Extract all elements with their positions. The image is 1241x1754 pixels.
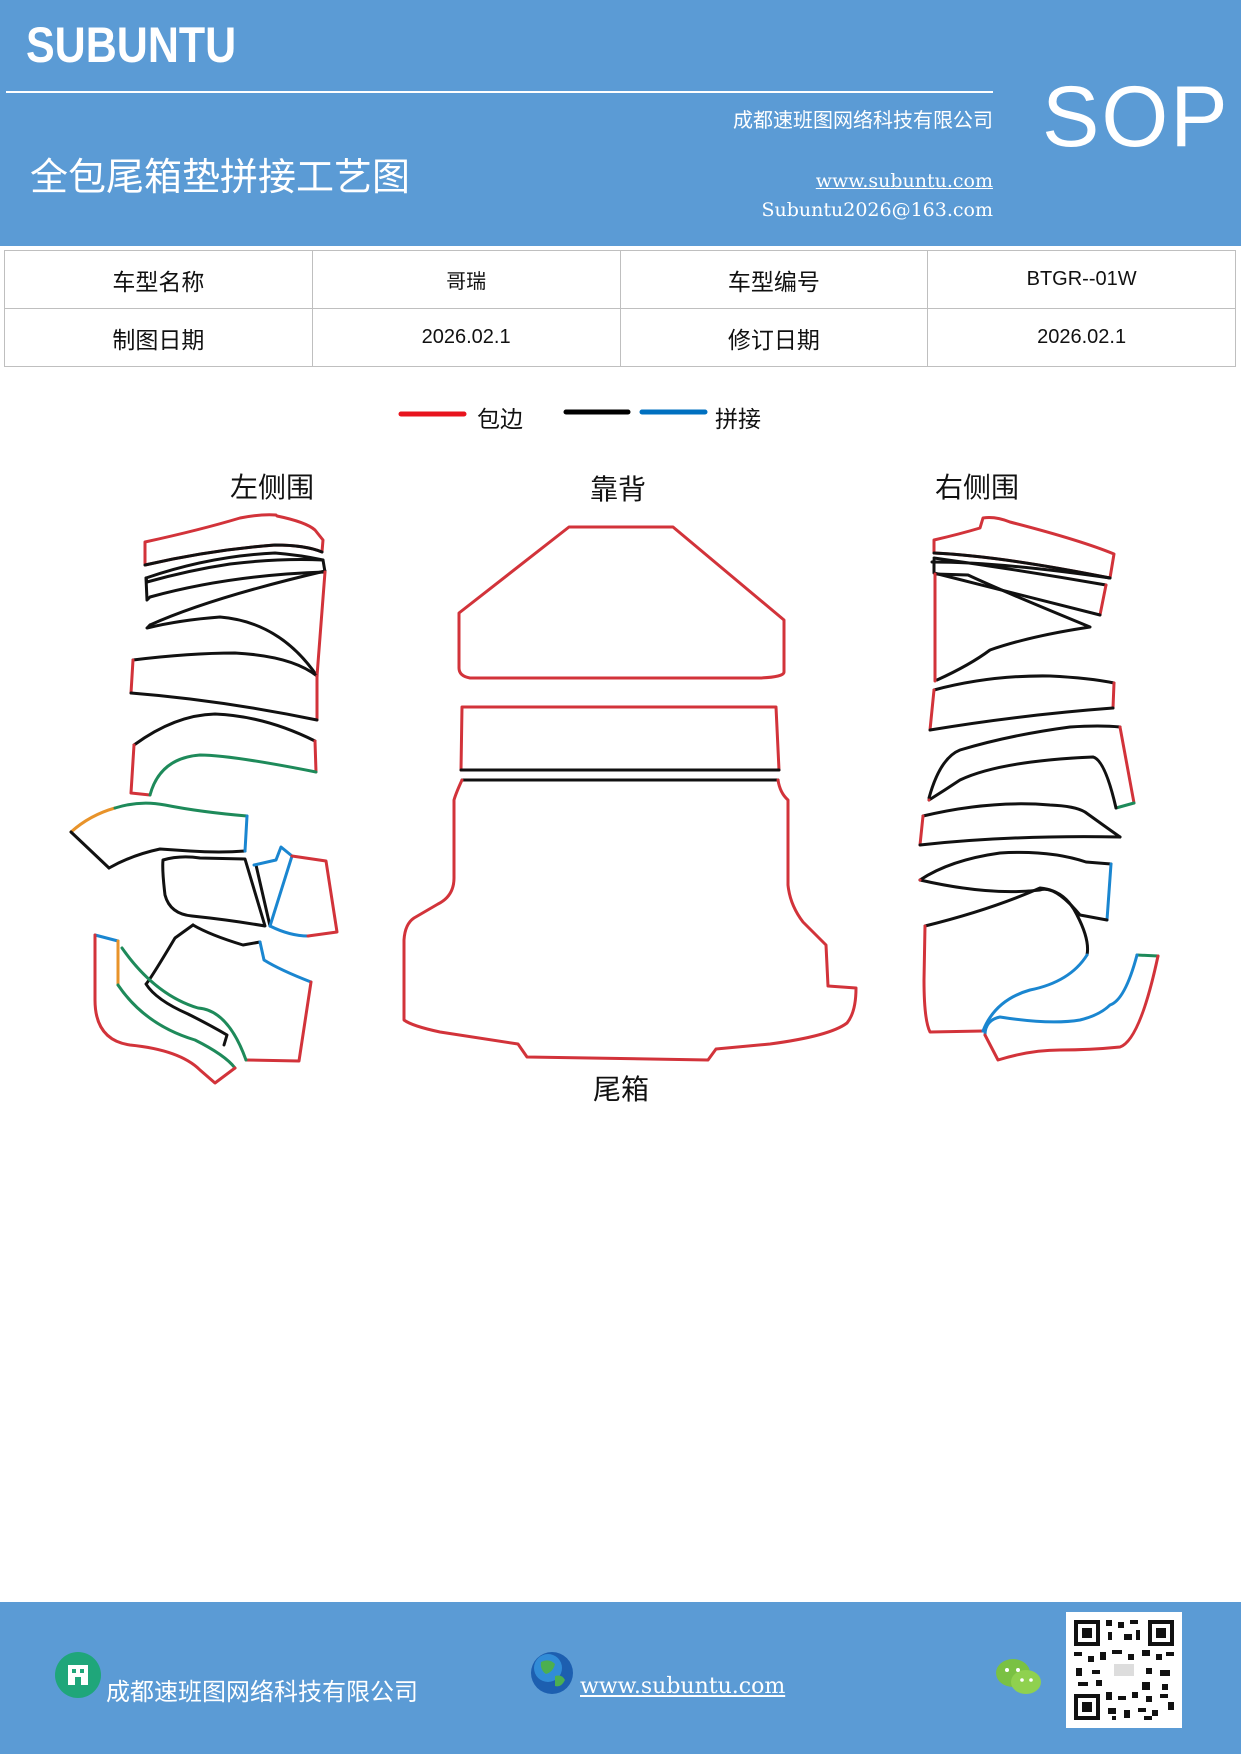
right-panel-4: [932, 674, 1116, 692]
left-panel-10-top: [191, 923, 262, 947]
left-panel-11-green: [116, 983, 237, 1070]
left-panel-9-blue: [252, 845, 310, 938]
right-panel-2-red: [1098, 583, 1108, 617]
revision-date-value: 2026.02.1: [927, 308, 1236, 367]
right-panel-6-green: [1114, 801, 1136, 810]
left-panel-5: [129, 691, 319, 722]
wechat-icon[interactable]: [994, 1656, 1044, 1698]
left-side-panels: [69, 513, 339, 1085]
left-panel-7-black2: [69, 830, 111, 870]
legend: 包边 拼接: [398, 407, 761, 433]
right-panel-2: [930, 556, 1112, 587]
left-panel-3b: [145, 615, 319, 678]
right-panel-6-red: [1118, 725, 1136, 805]
left-panel-4-red: [129, 658, 319, 722]
right-panel-7: [921, 802, 1122, 839]
draw-date-label: 制图日期: [4, 308, 313, 367]
left-panel-11-red: [93, 933, 237, 1085]
left-panel-1-black: [143, 543, 324, 567]
trunk-mat-diagram: 包边 拼接 左侧围 靠背 右侧围 尾箱: [69, 407, 1160, 1106]
right-panel-8: [918, 850, 1113, 882]
right-panel-3: [932, 558, 1102, 617]
revision-date-label: 修订日期: [619, 308, 929, 367]
info-table: 车型名称 哥瑞 车型编号 BTGR--01W 制图日期 2026.02.1 修订…: [4, 250, 1236, 367]
left-panel-10: [144, 923, 229, 1047]
company-building-icon: [55, 1652, 101, 1698]
left-panel-7-blue: [243, 814, 249, 853]
page-title: 全包尾箱垫拼接工艺图: [30, 155, 411, 199]
center-panels: [402, 525, 858, 1062]
backrest-upper-panel: [457, 525, 786, 680]
left-panel-6-green: [148, 753, 318, 797]
left-panel-4: [131, 651, 319, 678]
left-panel-7: [107, 847, 247, 870]
right-panel-9: [923, 886, 1089, 957]
model-name-value: 哥瑞: [311, 250, 621, 309]
right-panel-4-red: [928, 681, 1116, 732]
left-panel-9: [254, 863, 272, 928]
right-side-label: 右侧围: [935, 471, 1019, 504]
left-panel-10-green: [120, 946, 248, 1062]
trunk-label: 尾箱: [593, 1073, 649, 1106]
header-banner: SUBUNTU 成都速班图网络科技有限公司 全包尾箱垫拼接工艺图 www.sub…: [0, 0, 1241, 246]
right-panel-10-red: [983, 954, 1160, 1062]
left-panel-6: [132, 712, 317, 747]
brand-logo: SUBUNTU: [26, 17, 237, 73]
header-website-link[interactable]: www.subuntu.com: [815, 170, 993, 192]
right-panel-9-red: [922, 924, 985, 1034]
right-panel-8-blue: [1105, 862, 1113, 922]
left-panel-3-red: [315, 570, 327, 678]
trunk-floor-panel: [402, 778, 858, 1062]
left-panel-9-red: [290, 854, 339, 938]
legend-label-splice: 拼接: [715, 407, 761, 433]
right-panel-5: [928, 706, 1115, 732]
left-side-label: 左侧围: [230, 471, 314, 504]
right-panel-3b: [933, 572, 1092, 682]
globe-icon: [529, 1650, 575, 1696]
left-panel-8: [161, 855, 267, 928]
right-panel-1: [932, 516, 1116, 580]
header-divider: [6, 91, 993, 93]
right-panel-10-green: [1135, 953, 1160, 958]
model-code-label: 车型编号: [619, 250, 929, 309]
left-panel-7-green: [113, 801, 249, 818]
right-panel-7-black2: [918, 835, 1122, 847]
right-panel-10-blue: [983, 953, 1139, 1037]
qr-code-icon[interactable]: [1066, 1612, 1182, 1728]
left-panel-11-blue: [93, 933, 120, 943]
left-panel-2-side: [144, 558, 327, 602]
left-panel-6-red: [129, 739, 318, 797]
right-panel-9-blue: [981, 953, 1089, 1033]
footer-banner: 成都速班图网络科技有限公司 www.subuntu.com: [0, 1602, 1241, 1754]
left-panel-7-orange: [69, 806, 117, 834]
backrest-lower-panel: [459, 705, 781, 772]
info-row: 车型名称 哥瑞 车型编号 BTGR--01W: [4, 250, 1236, 309]
footer-website-link[interactable]: www.subuntu.com: [580, 1674, 786, 1699]
info-row: 制图日期 2026.02.1 修订日期 2026.02.1: [4, 308, 1236, 367]
model-code-value: BTGR--01W: [927, 250, 1236, 309]
legend-label-edge: 包边: [477, 407, 523, 433]
right-panel-7-red: [918, 814, 925, 847]
right-panel-6: [927, 724, 1122, 800]
sop-badge: SOP: [1042, 69, 1230, 165]
model-name-label: 车型名称: [4, 250, 313, 309]
left-panel-10-red: [244, 980, 313, 1063]
left-panel-3: [148, 569, 327, 627]
backrest-label: 靠背: [590, 473, 646, 506]
right-panel-6-black: [927, 755, 1118, 810]
draw-date-value: 2026.02.1: [311, 308, 621, 367]
right-side-panels: [918, 516, 1160, 1062]
header-company: 成都速班图网络科技有限公司: [733, 108, 993, 132]
header-email[interactable]: Subuntu2026@163.com: [761, 199, 993, 221]
footer-company: 成都速班图网络科技有限公司: [106, 1678, 418, 1706]
left-panel-10-blue: [258, 940, 313, 984]
